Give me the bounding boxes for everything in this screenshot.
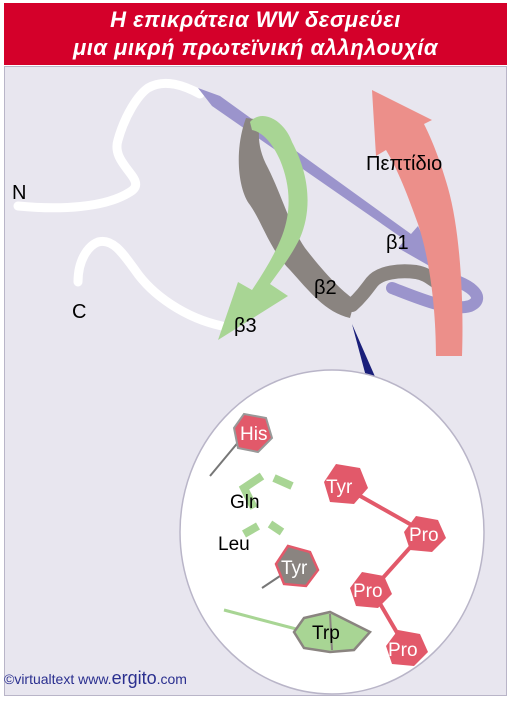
c-terminal-coil [73, 236, 227, 331]
c-terminus-label: C [72, 301, 86, 323]
peptide-label: Πεπτίδιο [366, 153, 442, 175]
peptide-pro2-label: Pro [353, 581, 383, 602]
peptide-pro3-ring [386, 630, 428, 666]
credit-brand: ergito [111, 668, 157, 688]
n-terminus-label: N [12, 182, 26, 204]
credit-suffix: .com [156, 671, 187, 687]
trp-residue-label: Trp [312, 623, 340, 644]
beta3-label: β3 [234, 315, 257, 337]
peptide-pro1-label: Pro [409, 525, 439, 546]
leu-side-chain [242, 520, 285, 538]
trp-ring-fusion [329, 613, 333, 651]
tyr-domain-ring [274, 544, 320, 588]
credit-line: ©virtualtext www.ergito.com [4, 668, 187, 689]
title-line-1: Η επικράτεια WW δεσμεύει [110, 7, 401, 32]
beta2-label: β2 [314, 277, 337, 299]
his-residue-label: His [240, 424, 267, 445]
peptide-tyr-ring [324, 464, 368, 504]
tyr-domain-residue-label: Tyr [281, 558, 308, 579]
title-bar: Η επικράτεια WW δεσμεύει μια μικρή πρωτε… [4, 3, 507, 65]
peptide-pro2-ring [350, 572, 392, 608]
beta3-strand [218, 115, 308, 341]
tyr-domain-bond [261, 575, 281, 589]
peptide-backbone [345, 486, 428, 650]
peptide-tyr-label: Tyr [326, 477, 353, 498]
his-bond [209, 439, 241, 477]
n-terminal-coil [13, 78, 205, 213]
title-line-2: μια μικρή πρωτεϊνική αλληλουχία [72, 35, 439, 60]
beta2-loop [345, 264, 447, 312]
his-residue-ring [232, 412, 274, 454]
gln-side-chain [238, 472, 294, 510]
credit-prefix: ©virtualtext www. [4, 671, 112, 687]
beta2-strand [238, 118, 355, 318]
trp-bond [223, 608, 301, 632]
gln-residue-label: Gln [230, 492, 260, 513]
peptide-pro3-label: Pro [388, 640, 418, 661]
beta1-tail-loop [386, 270, 483, 314]
peptide-arrow [372, 90, 463, 356]
leu-residue-label: Leu [218, 534, 250, 555]
beta1-label: β1 [386, 232, 409, 254]
peptide-pro1-ring [404, 516, 446, 552]
